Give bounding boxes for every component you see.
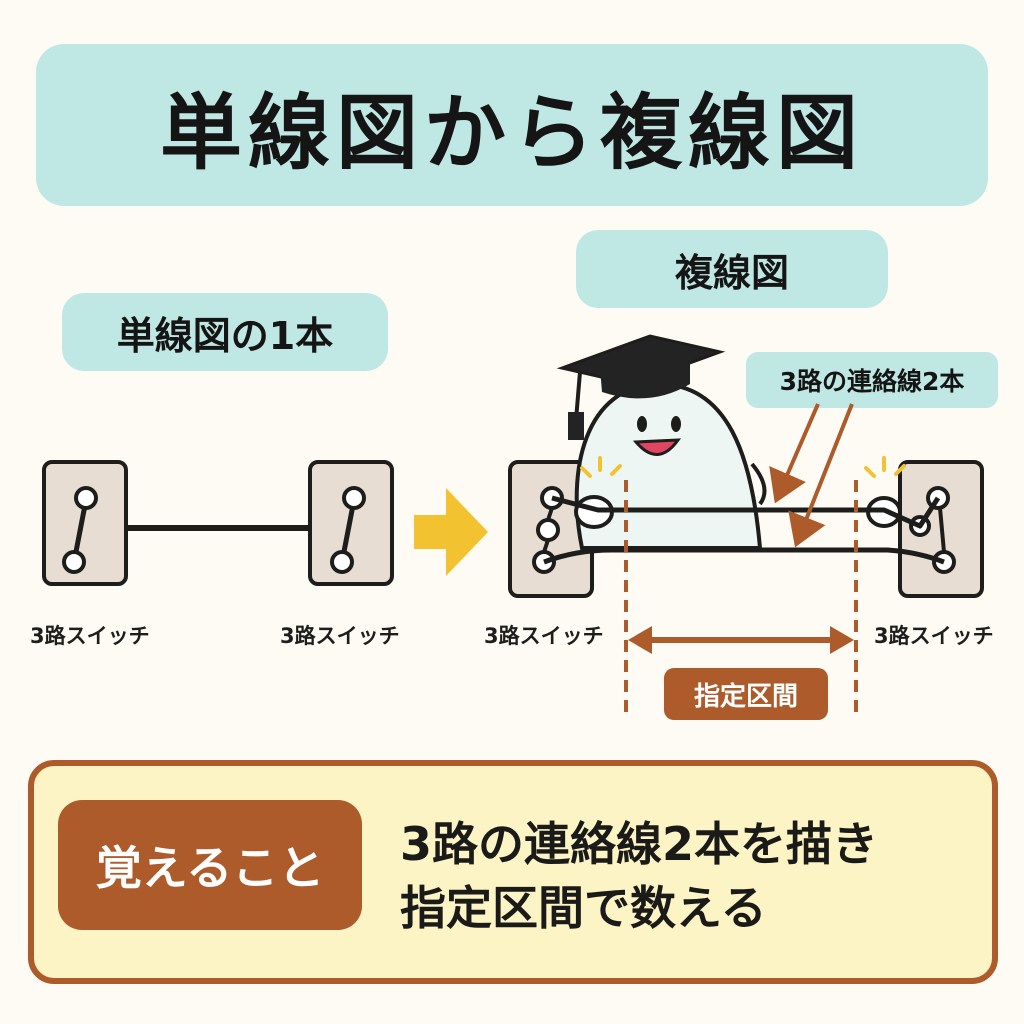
section-label: 指定区間	[664, 668, 828, 720]
page-title: 単線図から複線図	[36, 44, 988, 206]
mascot-character	[556, 334, 906, 550]
double-line-label: 複線図	[576, 230, 888, 308]
single-right-switch-caption: 3路スイッチ	[280, 624, 400, 648]
conversion-arrow-icon	[414, 488, 488, 576]
connector-pointer-2	[788, 403, 854, 548]
connector-wire-upper	[551, 495, 941, 529]
section-span-arrow	[628, 626, 854, 654]
single-switch-right	[308, 460, 394, 586]
double-right-switch-caption: 3路スイッチ	[874, 624, 994, 648]
single-line-label: 単線図の1本	[62, 293, 388, 371]
memo-tag: 覚えること	[58, 800, 362, 930]
connector-label: 3路の連絡線2本	[746, 352, 998, 408]
single-switch-left	[42, 460, 128, 586]
memo-line-2: 指定区間で数える	[400, 881, 767, 935]
connector-pointer-1	[769, 403, 820, 504]
double-switch-right	[898, 460, 984, 598]
double-left-switch-caption: 3路スイッチ	[484, 624, 604, 648]
connector-wire-lower	[543, 547, 945, 565]
single-left-switch-caption: 3路スイッチ	[30, 624, 150, 648]
memo-line-1: 3路の連絡線2本を描き	[400, 817, 879, 871]
